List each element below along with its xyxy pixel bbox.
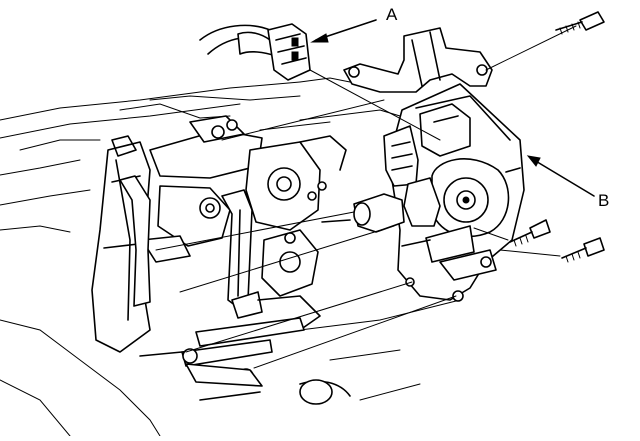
left-bracket-assembly [91,115,267,353]
screw-lower [561,237,605,263]
actuator-housing-b [353,83,525,302]
callout-a: A [310,5,398,43]
upper-mounting-bracket [343,27,493,93]
screw-middle [509,219,551,247]
screw-top [555,11,605,35]
callout-b: B [526,155,609,210]
engine-block-center [245,135,351,331]
assembly-guide-lines [155,25,577,369]
callout-b-label: B [598,191,609,210]
callout-a-label: A [386,5,398,24]
engine-bay-background [0,77,461,437]
lower-linkage [139,317,351,405]
wire-harness-connector-a [199,23,311,81]
